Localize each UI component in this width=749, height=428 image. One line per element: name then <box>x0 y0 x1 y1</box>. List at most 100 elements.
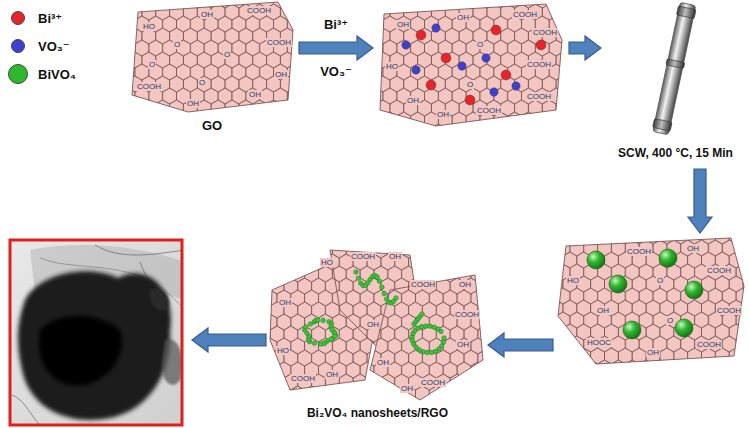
functional-group: COOH <box>526 92 552 101</box>
functional-group: COOH <box>246 6 272 15</box>
process-arrow <box>569 36 601 60</box>
bivo4-particle <box>354 270 359 275</box>
bivo4-particle <box>375 275 380 280</box>
process-arrow <box>192 328 266 352</box>
tem-image <box>10 240 185 425</box>
process-arrow <box>299 36 373 60</box>
hexagon-lattice <box>249 230 519 428</box>
functional-group: HO <box>566 276 580 285</box>
stage-label: SCW, 400 °C, 15 Min <box>618 146 733 161</box>
hexagon-lattice <box>249 230 519 428</box>
bi-ion <box>536 40 546 50</box>
functional-group: OH <box>278 298 292 307</box>
bi-ion <box>416 30 426 40</box>
sheet-outline <box>380 4 562 126</box>
bivo4-nanosheet-clusters <box>302 270 446 355</box>
functional-group: OH <box>458 280 472 289</box>
bivo4-go-sheet: COOHOHCOOHOHOCOOHOHHOOCCOOHOHO <box>556 236 746 368</box>
stage-label: GO <box>202 118 222 133</box>
functional-group: OH <box>396 20 410 29</box>
graphene-sheet <box>107 0 336 164</box>
functional-group: OH <box>406 96 420 105</box>
sheet-fill <box>132 2 293 112</box>
functional-group: COOH <box>532 28 558 37</box>
legend-swatch <box>8 64 28 84</box>
reagent-label: VO₃⁻ <box>320 64 352 79</box>
functional-group: HOOC <box>586 338 612 347</box>
functional-group: O <box>173 40 181 49</box>
bivo4-particle <box>659 249 677 267</box>
functional-group: OH <box>436 110 450 119</box>
reactor-tube-body <box>652 2 697 135</box>
functional-group: OH <box>200 10 214 19</box>
vanadate-ion <box>412 66 420 74</box>
bivo4-particle <box>316 318 321 323</box>
functional-group: OH <box>325 370 339 379</box>
reactor-tube: SCW, 400 °C, 15 Min <box>604 0 747 166</box>
vanadate-ion <box>512 82 520 90</box>
bivo4-particle <box>304 324 309 329</box>
bivo4-particle <box>419 324 424 329</box>
functional-group: COOH <box>476 106 502 115</box>
functional-group: COOH <box>420 378 446 387</box>
tube-cylinder <box>653 2 696 134</box>
tem-particle <box>162 339 182 384</box>
legend-row: VO₃⁻ <box>8 32 76 60</box>
tube-fitting <box>666 59 685 69</box>
hexagon-lattice <box>355 0 598 152</box>
legend-swatch <box>11 11 25 25</box>
functional-group: OH <box>596 306 610 315</box>
functional-group: HO <box>142 22 156 31</box>
sheet-fill <box>370 275 483 400</box>
functional-group: OH <box>274 70 288 79</box>
legend: Bi³⁺VO₃⁻BiVO₄ <box>8 4 76 88</box>
tem-particle-aggregate <box>18 271 171 420</box>
functional-group: COOH <box>706 266 732 275</box>
functional-group: COOH <box>696 340 722 349</box>
functional-group: COOH <box>266 38 292 47</box>
graphene-sheet <box>355 0 598 152</box>
functional-group: COOH <box>136 82 162 91</box>
tube-fitting <box>653 119 672 132</box>
bivo4-particle <box>377 279 382 284</box>
bivo4-particle <box>623 321 641 339</box>
tem-wrinkle <box>12 395 40 425</box>
bivo4-particle <box>685 281 703 299</box>
bivo4-particle <box>318 342 323 347</box>
tem-frame <box>10 240 182 425</box>
functional-group: COOH <box>512 10 538 19</box>
tem-wrinkle <box>95 245 182 255</box>
bivo4-particle <box>442 336 447 341</box>
bi-ion <box>465 95 475 105</box>
functional-group: OH <box>248 90 262 99</box>
bivo4-particle <box>380 285 385 290</box>
functional-group: COOH <box>526 60 552 69</box>
rgo-composite-sheets-drawing <box>270 250 485 426</box>
hexagon-lattice <box>107 0 336 164</box>
vanadate-ion <box>432 24 440 32</box>
legend-row: Bi³⁺ <box>8 4 76 32</box>
bi-ion <box>491 25 501 35</box>
tem-particle <box>150 289 169 311</box>
functional-group: OH <box>456 13 470 22</box>
legend-text: Bi³⁺ <box>38 11 62 26</box>
vanadate-ion <box>490 88 498 96</box>
functional-group: HO <box>320 258 334 267</box>
bivo4-particle <box>424 324 429 329</box>
bivo4-particle <box>439 329 444 334</box>
functional-group: O <box>466 80 474 89</box>
hexagon-lattice <box>249 230 519 428</box>
bivo4-particle <box>609 275 627 293</box>
graphene-sheet <box>535 216 749 388</box>
reactor-tube-drawing <box>604 0 747 166</box>
bivo4-particle <box>429 350 434 355</box>
process-arrow <box>488 333 553 357</box>
functional-group: OH <box>400 384 414 393</box>
functional-group: OH <box>366 320 380 329</box>
bivo4-particle <box>394 296 399 301</box>
graphene-sheet <box>249 230 519 428</box>
process-arrow <box>688 169 712 233</box>
bivo4-particle <box>321 318 326 323</box>
vanadate-ion <box>402 41 410 49</box>
